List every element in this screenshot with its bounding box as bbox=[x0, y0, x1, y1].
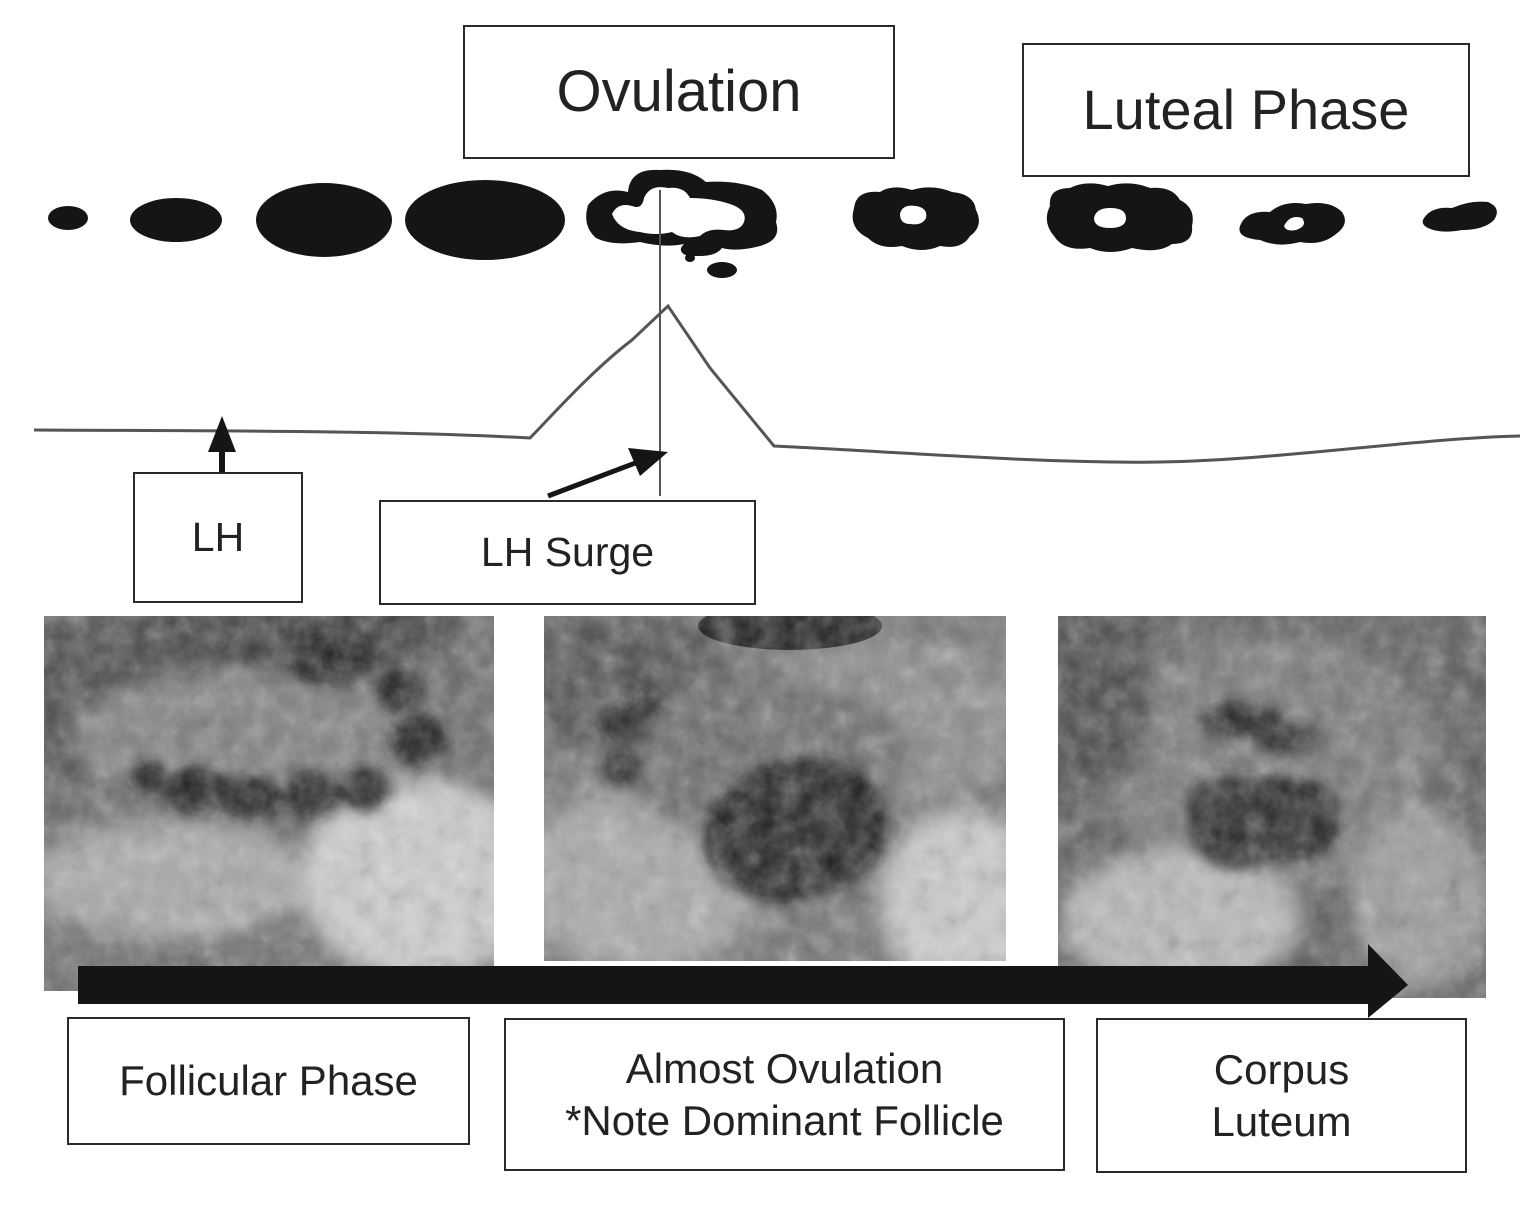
primary-follicle-icon bbox=[130, 198, 222, 242]
corpus-luteum-early-icon bbox=[852, 187, 979, 250]
lh-surge-arrow bbox=[547, 448, 668, 499]
luteal-phase-label: Luteal Phase bbox=[1082, 77, 1410, 141]
corpus-luteum-mature-icon bbox=[1046, 183, 1193, 252]
corpus-luteum-label-line2: Luteum bbox=[1211, 1097, 1352, 1145]
almost-ovulation-label-box: Almost Ovulation *Note Dominant Follicle bbox=[504, 1018, 1065, 1171]
dominant-follicle-icon bbox=[405, 180, 565, 260]
follicle-progression-row bbox=[48, 169, 1497, 278]
ovulation-label-box: Ovulation bbox=[463, 25, 895, 159]
lh-surge-label: LH Surge bbox=[480, 529, 655, 576]
almost-ovulation-label-line2: *Note Dominant Follicle bbox=[565, 1096, 1004, 1144]
lh-arrow bbox=[208, 416, 236, 472]
luteal-phase-label-box: Luteal Phase bbox=[1022, 43, 1470, 177]
corpus-luteum-label-box: Corpus Luteum bbox=[1096, 1018, 1467, 1173]
lh-label: LH bbox=[191, 514, 245, 561]
ultrasound-corpus-luteum bbox=[1058, 616, 1486, 998]
ovulation-label: Ovulation bbox=[556, 58, 802, 124]
primordial-follicle-icon bbox=[48, 206, 88, 230]
progression-arrow bbox=[78, 944, 1408, 1018]
follicular-phase-label-box: Follicular Phase bbox=[67, 1017, 470, 1145]
lh-curve bbox=[33, 303, 1521, 464]
ultrasound-dominant-follicle bbox=[544, 616, 1006, 961]
rupturing-follicle-icon bbox=[586, 169, 778, 278]
corpus-albicans-icon bbox=[1422, 201, 1497, 232]
secondary-follicle-icon bbox=[256, 183, 392, 257]
lh-label-box: LH bbox=[133, 472, 303, 603]
lh-surge-label-box: LH Surge bbox=[379, 500, 756, 605]
corpus-luteum-label-line1: Corpus bbox=[1213, 1046, 1350, 1094]
ultrasound-follicular-phase bbox=[44, 616, 494, 991]
corpus-luteum-regressing-icon bbox=[1239, 203, 1345, 245]
follicular-phase-label: Follicular Phase bbox=[119, 1057, 418, 1105]
almost-ovulation-label-line1: Almost Ovulation bbox=[625, 1045, 944, 1093]
